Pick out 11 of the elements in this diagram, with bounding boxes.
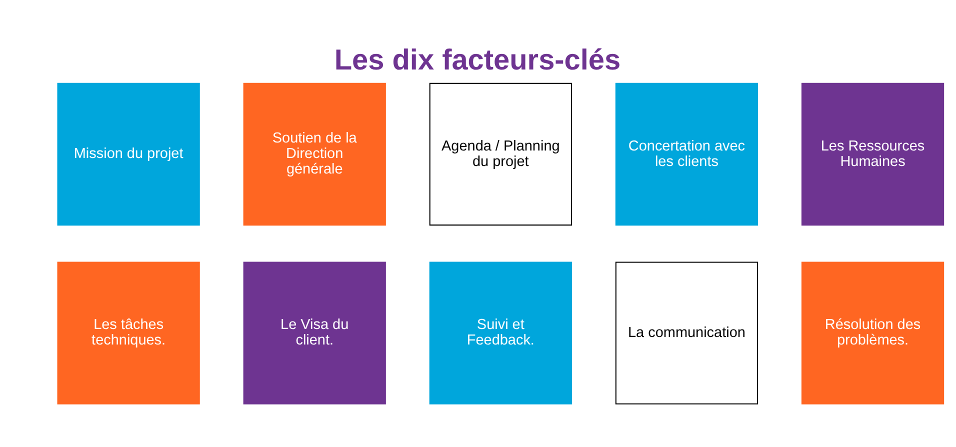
node-box: Suivi et Feedback. [429, 262, 572, 404]
node-box: La communication [615, 262, 758, 404]
node-box: Les Ressources Humaines [801, 82, 944, 226]
node-box: Agenda / Planning du projet [429, 82, 572, 226]
node-box: Résolution des problèmes. [801, 262, 944, 404]
node-box: Soutien de la Direction générale [243, 82, 386, 226]
node-box: Le Visa du client. [243, 262, 386, 404]
node-box: Les tâches techniques. [57, 262, 200, 404]
node-box: Mission du projet [57, 82, 200, 226]
node-box: Concertation avec les clients [615, 82, 758, 226]
diagram-title: Les dix facteurs-clés [334, 44, 621, 76]
